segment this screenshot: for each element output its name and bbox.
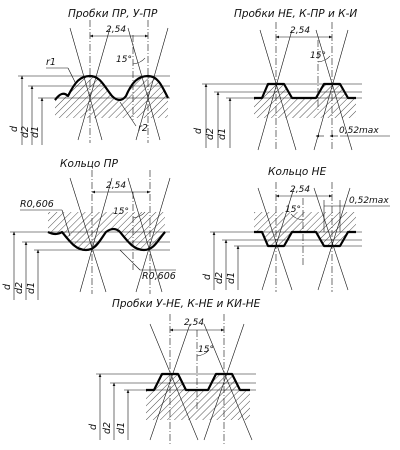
panel-1-d2: d2: [20, 126, 31, 138]
panel-2-title: Пробки НЕ, К-ПР и К-И: [234, 8, 357, 20]
panel-5-pitch: 2,54: [184, 318, 204, 328]
panel-2-pitch: 2,54: [290, 26, 310, 36]
panel-1-title: Пробки ПР, У-ПР: [68, 8, 158, 20]
panel-2-flat: 0,52max: [339, 126, 379, 136]
panel-plug-pr: Пробки ПР, У-ПР 2,54 15° d d2 d1 r1: [9, 8, 170, 145]
panel-4-d: d: [202, 273, 213, 280]
panel-1-r2: r2: [138, 123, 148, 134]
panel-5-d2: d2: [102, 422, 113, 434]
panel-1-d1: d1: [30, 126, 41, 138]
panel-5-hatch: [146, 374, 250, 420]
panel-4-flat: 0,52max: [349, 196, 389, 206]
panel-2-d1: d1: [217, 128, 228, 140]
panel-plug-ne: Пробки НЕ, К-ПР и К-И 2,54 15° d d2 d1 0…: [193, 8, 390, 151]
panel-4-d2: d2: [214, 272, 225, 284]
panel-2-d: d: [193, 127, 204, 134]
panel-5-title: Пробки У-НЕ, К-НЕ и КИ-НЕ: [112, 298, 261, 310]
panel-ring-pr: Кольцо ПР 2,54 15° d d2 d1 R0,606 R0,606: [2, 158, 176, 300]
panel-5-d: d: [88, 423, 99, 430]
panel-1-angle: 15°: [116, 55, 132, 65]
panel-1-d: d: [9, 125, 20, 132]
panel-5-d1: d1: [116, 422, 127, 434]
panel-1-pitch: 2,54: [106, 25, 126, 35]
panel-3-d1: d1: [26, 282, 37, 294]
panel-4-pitch: 2,54: [290, 185, 310, 195]
panel-5-angle: 15°: [198, 345, 214, 355]
panel-2-angle: 15°: [310, 51, 326, 61]
panel-3-radius-top: R0,606: [20, 199, 54, 210]
panel-2-d2: d2: [205, 128, 216, 140]
panel-4-angle: 15°: [285, 205, 301, 215]
panel-4-title: Кольцо НЕ: [268, 166, 327, 178]
panel-3-angle: 15°: [113, 207, 129, 217]
panel-3-d: d: [2, 283, 13, 290]
panel-3-pitch: 2,54: [106, 181, 126, 191]
panel-3-title: Кольцо ПР: [60, 158, 119, 170]
panel-1-r1: r1: [46, 57, 56, 68]
panel-plug-u-ne: Пробки У-НЕ, К-НЕ и КИ-НЕ 2,54 15° d d2 …: [88, 298, 261, 444]
panel-ring-ne: Кольцо НЕ 2,54 15° d d2 d1 0,52max: [202, 166, 390, 292]
panel-3-radius-bottom: R0,606: [142, 271, 176, 282]
panel-4-d1: d1: [226, 272, 237, 284]
panel-3-d2: d2: [14, 282, 25, 294]
